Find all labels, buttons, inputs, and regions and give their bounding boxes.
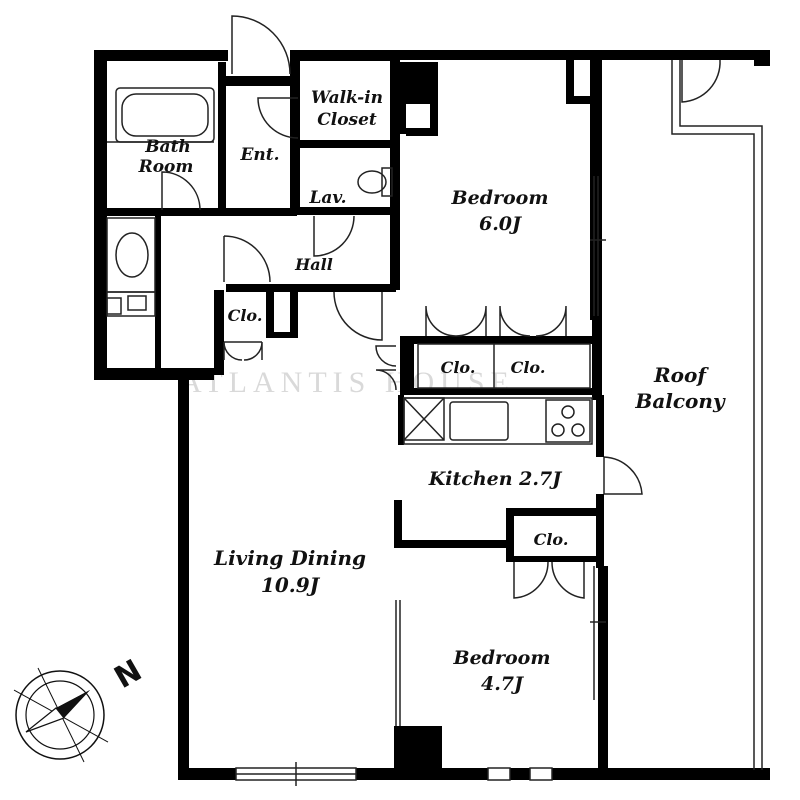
walk-in-closet-label-line2: Closet [317,110,377,130]
compass-ring-outer [15,670,105,760]
closet-2-label: Clo. [511,358,546,377]
walls [94,50,770,780]
bath-room-label-line1: Bath [144,137,191,157]
closet-1-label: Clo. [441,358,476,377]
roof-balcony-label-line2: Balcony [634,389,726,413]
kitchen-label: Kitchen 2.7J [428,468,563,490]
living-dining-label-line1: Living Dining [213,546,366,570]
compass: N [13,653,148,763]
bedroom-2-label-line1: Bedroom [453,647,551,669]
hall-closet-label: Clo. [228,306,263,325]
compass-north-letter: N [109,653,148,696]
bedroom-2-label-line2: 4.7J [481,673,525,695]
living-dining-label-line2: 10.9J [261,573,321,597]
walk-in-closet-label-line1: Walk-in [311,88,383,108]
closet-3-label: Clo. [534,530,569,549]
entrance-label: Ent. [239,145,279,165]
bedroom-1-label-line1: Bedroom [451,187,549,209]
bath-room-label-line2: Room [138,157,194,177]
bedroom-1-label-line2: 6.0J [479,213,523,235]
compass-ring-inner [25,680,95,750]
thin-lines [106,15,763,786]
lavatory-label: Lav. [308,188,346,208]
roof-balcony-label-line1: Roof [653,363,709,387]
hall-label: Hall [294,255,333,274]
